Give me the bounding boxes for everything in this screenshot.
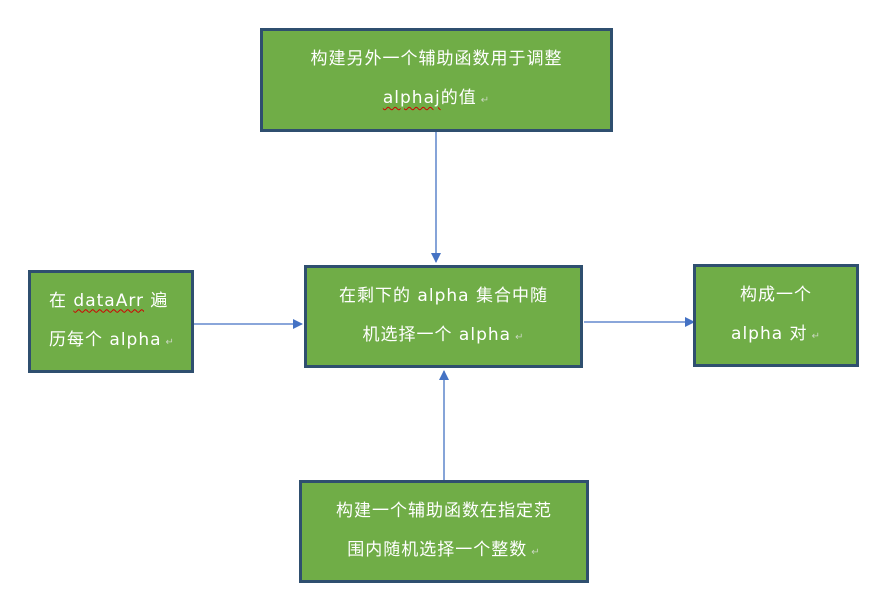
node-text: 构建一个辅助函数在指定范 [336, 500, 552, 521]
node-random-integer-helper: 构建一个辅助函数在指定范 围内随机选择一个整数↵ [299, 480, 589, 583]
node-text-line: 机选择一个 alpha↵ [325, 316, 562, 357]
node-text-line: 构建另外一个辅助函数用于调整 [281, 40, 592, 79]
node-form-alpha-pair: 构成一个 alpha 对↵ [693, 264, 859, 367]
node-text-line: alphaj的值↵ [281, 79, 592, 120]
node-text-spellcheck: dataArr [73, 290, 145, 311]
node-text-line: 构建一个辅助函数在指定范 [320, 492, 568, 531]
node-text-line: alpha 对↵ [714, 315, 838, 356]
node-text: alpha 对 [731, 323, 808, 344]
node-adjust-alphaj: 构建另外一个辅助函数用于调整 alphaj的值↵ [260, 28, 613, 132]
paragraph-mark-icon: ↵ [811, 330, 821, 342]
paragraph-mark-icon: ↵ [531, 546, 541, 558]
node-text-line: 在 dataArr 遍 [49, 282, 173, 321]
node-text: 机选择一个 alpha [362, 324, 512, 345]
paragraph-mark-icon: ↵ [165, 336, 175, 348]
node-text-line: 围内随机选择一个整数↵ [320, 531, 568, 572]
node-random-select-alpha: 在剩下的 alpha 集合中随 机选择一个 alpha↵ [304, 265, 583, 368]
node-text: 在 [49, 290, 67, 311]
node-text: 的值 [440, 88, 477, 108]
node-iterate-alpha: 在 dataArr 遍 历每个 alpha↵ [28, 270, 194, 373]
node-text-line: 历每个 alpha↵ [49, 321, 175, 362]
node-text-line: 在剩下的 alpha 集合中随 [325, 277, 562, 316]
paragraph-mark-icon: ↵ [480, 95, 491, 106]
node-text: 构成一个 [740, 284, 812, 305]
node-text: 在剩下的 alpha 集合中随 [339, 285, 548, 306]
node-text: 围内随机选择一个整数 [347, 539, 528, 560]
node-text: 遍 [150, 290, 169, 311]
node-text: 历每个 alpha [49, 329, 162, 350]
node-text-spellcheck: alphaj [382, 88, 441, 108]
paragraph-mark-icon: ↵ [515, 331, 525, 343]
node-text-line: 构成一个 [714, 276, 838, 315]
node-text: 构建另外一个辅助函数用于调整 [310, 49, 563, 69]
